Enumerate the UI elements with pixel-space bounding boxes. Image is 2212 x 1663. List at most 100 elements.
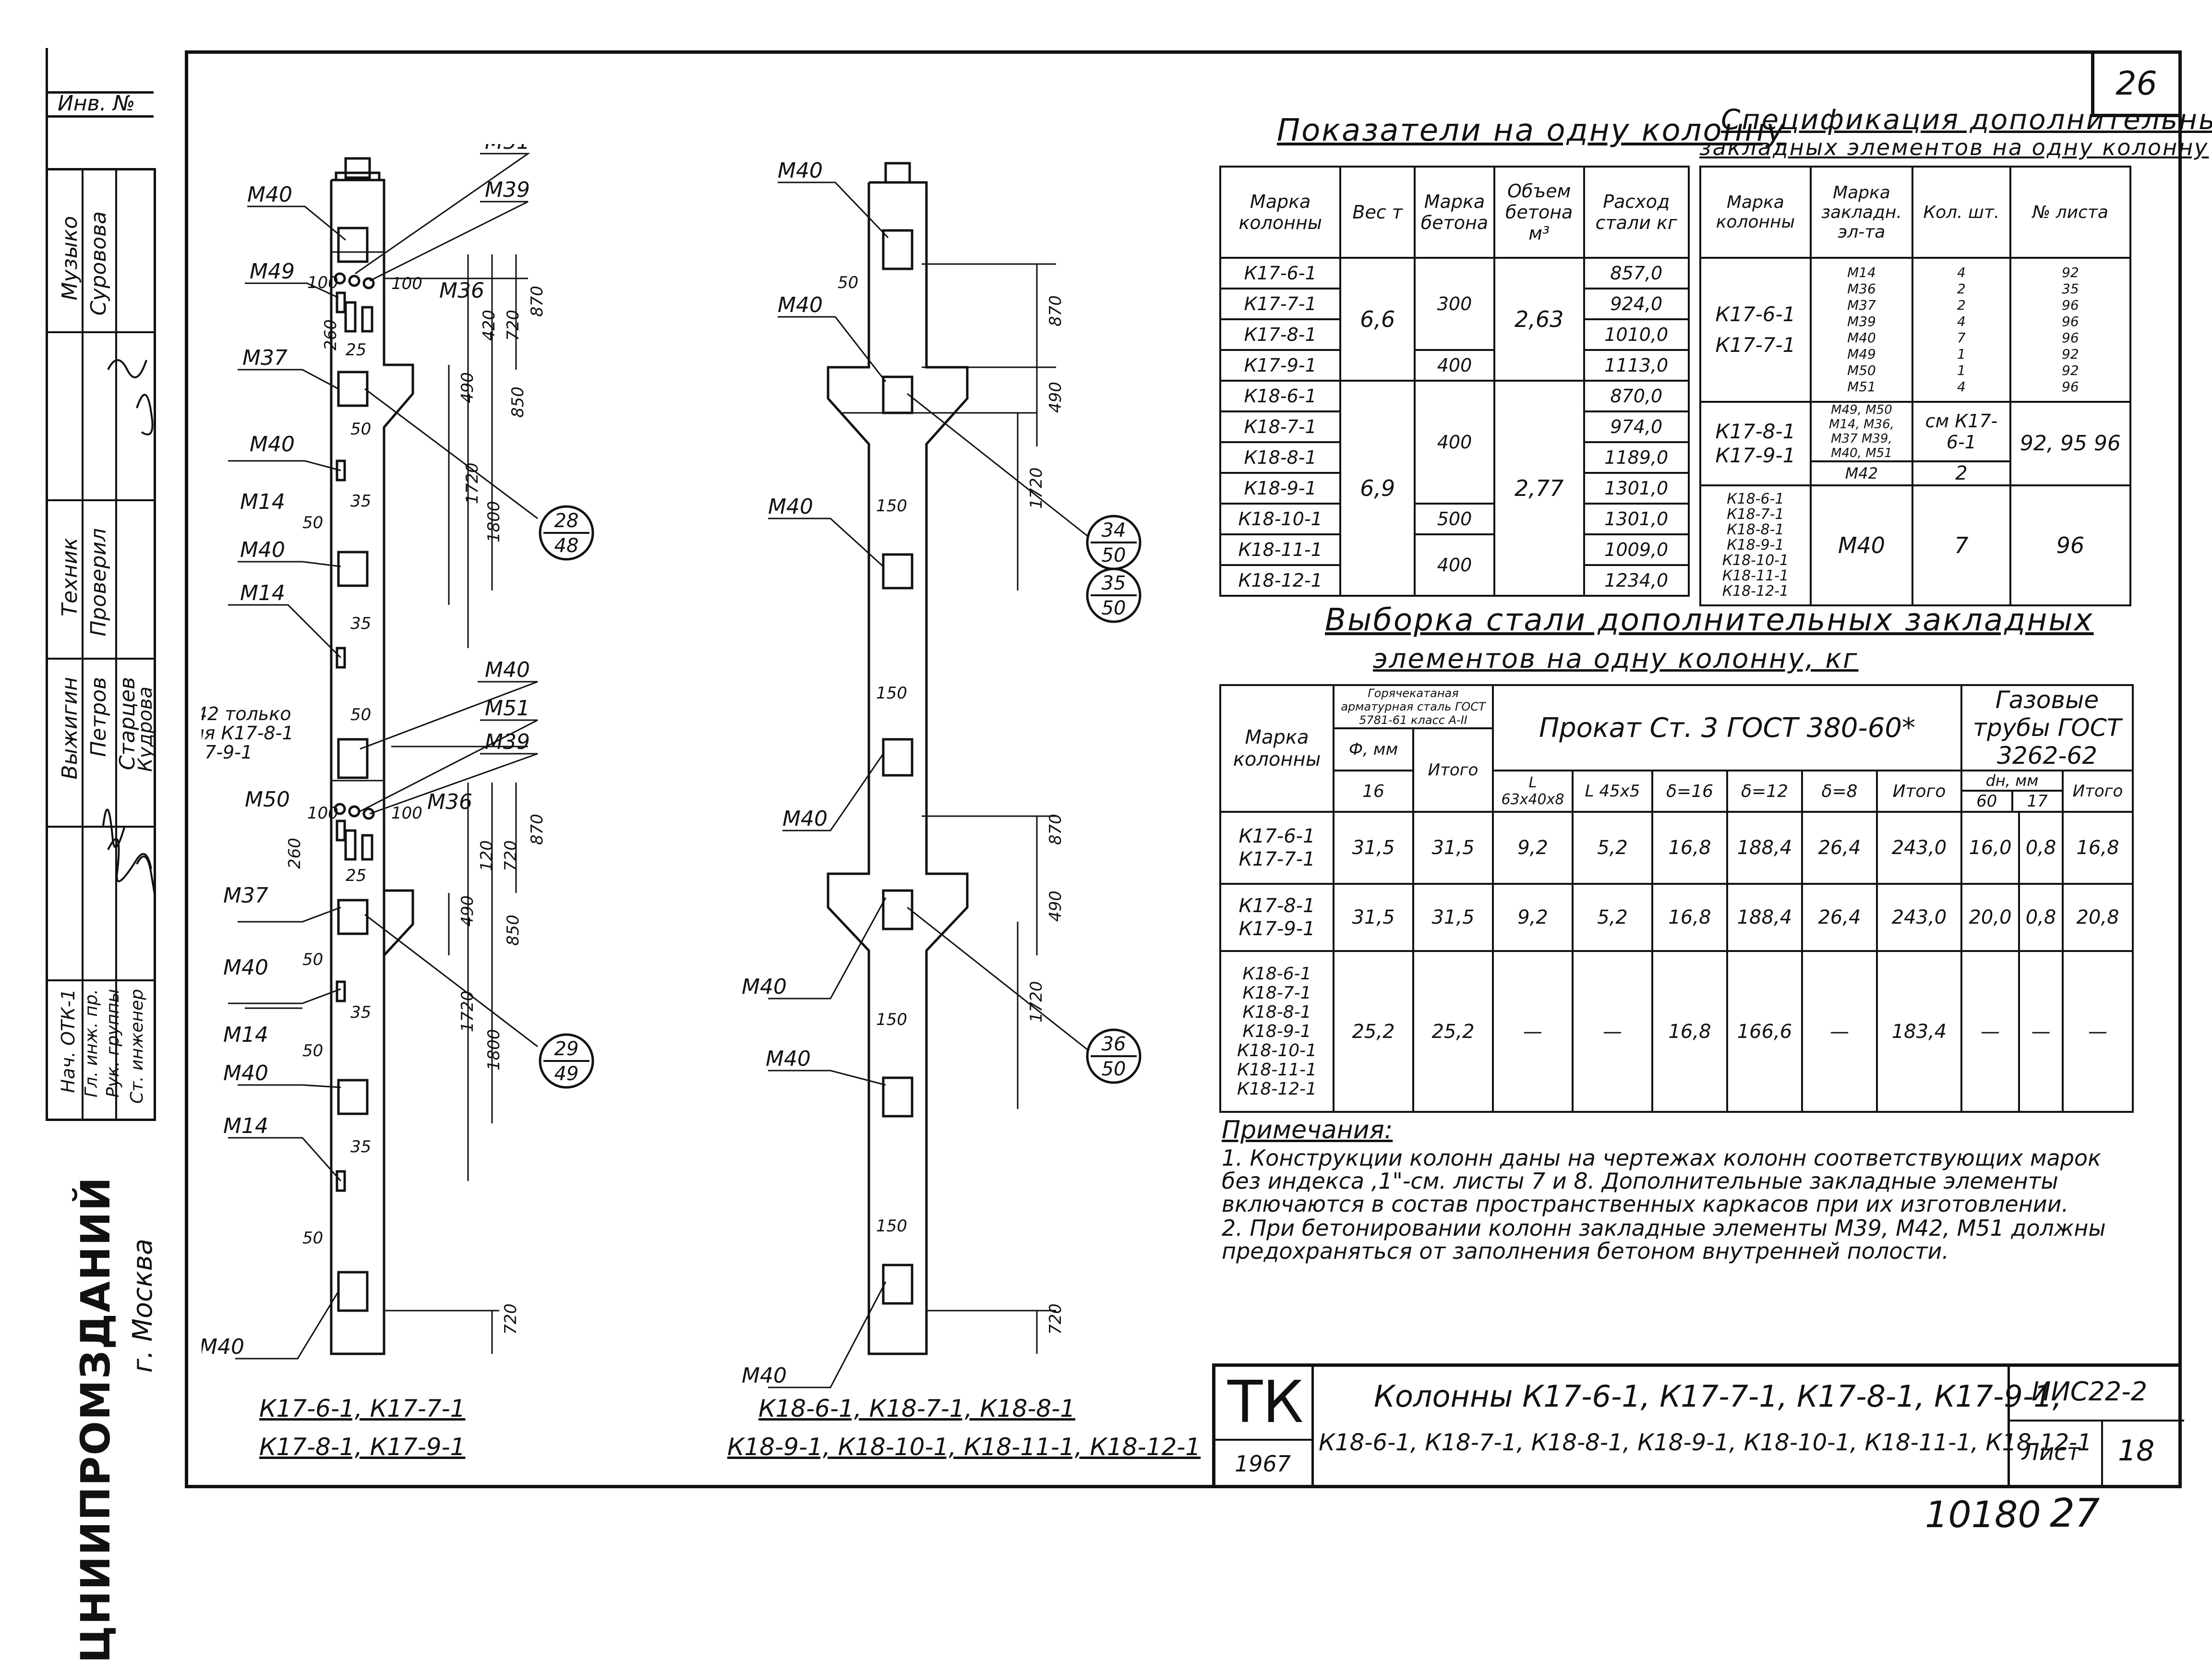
t2-g1-qty-v: 4 xyxy=(1957,379,1966,395)
t3-h-dn-values: 60 17 xyxy=(1962,792,2062,811)
t2-g1-item: М51 xyxy=(1847,379,1876,395)
t3-r1-c8: 20,0 xyxy=(1960,883,2020,952)
t3-h-mark: Марка колонны xyxy=(1219,684,1334,813)
k17-dim-35b: 35 xyxy=(350,614,371,633)
t3-h-d8: δ=8 xyxy=(1801,770,1878,813)
t2-g1-sheet-v: 35 xyxy=(2062,281,2079,297)
k17-dim-720a: 720 xyxy=(504,310,523,341)
org-city: г. Москва xyxy=(127,1239,158,1373)
t3-r1-c10: 20,8 xyxy=(2062,883,2134,952)
t3-r2-mark: К18-6-1 xyxy=(1242,964,1311,984)
t2-g1-qty-v: 1 xyxy=(1957,346,1966,362)
k17-label-m39-2: М39 xyxy=(485,730,530,754)
title-list-label: Лист xyxy=(2022,1439,2080,1466)
k18-dim-50: 50 xyxy=(838,273,858,292)
t2-g1-qty-v: 7 xyxy=(1957,330,1966,346)
k17-circle1-top: 28 xyxy=(554,510,579,532)
t2-h-mark: Марка колонны xyxy=(1699,166,1812,259)
k17-label-m40-1: М40 xyxy=(247,182,292,207)
t3-h-L2: L 45x5 xyxy=(1572,770,1653,813)
t2-g2-m42: М42 xyxy=(1809,460,1914,486)
k18-circle2-bottom: 50 xyxy=(1102,597,1126,619)
t2-g2-m42-qty: 2 xyxy=(1911,460,2011,486)
k17-dim-25b: 25 xyxy=(346,866,366,885)
t3-h-rebar-itogo: Итого xyxy=(1412,727,1494,813)
t2-g1-mark-0: К17-6-1 xyxy=(1715,302,1796,326)
k17-dim-850b: 850 xyxy=(504,915,523,946)
t1-volume-k17: 2,63 xyxy=(1493,257,1585,382)
t3-h-rebar-d: Ф, мм xyxy=(1333,727,1414,771)
t3-r2-mark: К18-11-1 xyxy=(1237,1060,1317,1080)
t3-r2-mark: К18-9-1 xyxy=(1242,1021,1311,1041)
k17-label-m51-1: М51 xyxy=(485,144,530,154)
k18-dim-150c: 150 xyxy=(876,1010,907,1029)
t1-r8-steel: 1301,0 xyxy=(1583,503,1690,535)
k17-label-m40-3: М40 xyxy=(240,538,285,562)
t3-h-rebar: Горячекатаная арматурная сталь ГОСТ 5781… xyxy=(1333,684,1494,729)
t3-r0-marks: К17-6-1 К17-7-1 xyxy=(1219,811,1334,885)
t2-g1-sheet-v: 92 xyxy=(2062,346,2079,362)
t3-r2-mark: К18-10-1 xyxy=(1237,1040,1317,1060)
t3-r0-c5: 188,4 xyxy=(1726,811,1803,885)
t3-r2-c6: — xyxy=(1801,950,1878,1113)
k17-label-k17-9: К17-9-1 xyxy=(202,742,252,763)
t1-r5-mark: К18-7-1 xyxy=(1219,410,1342,443)
t3-r1-c1: 31,5 xyxy=(1412,883,1494,952)
t1-r0-steel: 857,0 xyxy=(1583,257,1690,289)
t2-g1-sheet-v: 96 xyxy=(2062,379,2079,395)
k17-dim-100d: 100 xyxy=(391,804,422,823)
t1-r1-steel: 924,0 xyxy=(1583,288,1690,320)
embed-m40-a xyxy=(337,227,369,263)
note-2: 2. При бетонировании колонн закладные эл… xyxy=(1222,1215,2106,1264)
t2-g3-mark: К18-12-1 xyxy=(1722,583,1789,600)
t2-g2-qty: см К17-6-1 xyxy=(1911,401,2011,462)
t2-g3-sheet: 96 xyxy=(2009,484,2132,606)
table2-title-1: Спецификация дополнительных xyxy=(1721,103,2212,136)
t1-r8-mark: К18-10-1 xyxy=(1219,503,1342,535)
t2-g1-qty-v: 4 xyxy=(1957,313,1966,329)
k17-label-m49: М49 xyxy=(250,259,295,284)
t2-g1-qty-v: 2 xyxy=(1957,281,1966,297)
k17-caption-top: К17-6-1, К17-7-1 xyxy=(259,1395,466,1422)
steel-sampling-table: Марка колонны Горячекатаная арматурная с… xyxy=(1219,684,2134,1113)
t1-r5-steel: 974,0 xyxy=(1583,410,1690,443)
org-name: ЦНИИПРОМЗДАНИЙ xyxy=(72,1176,119,1663)
t2-g1-qty: 4 2 2 4 7 1 1 4 xyxy=(1911,257,2011,403)
inv-label: Инв. № xyxy=(58,91,135,116)
k18-caption-bottom: К18-9-1, К18-10-1, К18-11-1, К18-12-1 xyxy=(727,1433,1201,1461)
t3-h-dn: dн, мм 60 17 xyxy=(1960,770,2064,813)
t3-r1-c7: 243,0 xyxy=(1876,883,1962,952)
k17-dim-100b: 100 xyxy=(391,274,422,293)
t3-h-d12: δ=12 xyxy=(1726,770,1803,813)
k17-dim-490b: 490 xyxy=(458,895,477,927)
k17-label-m14-2: М14 xyxy=(240,581,285,605)
t2-g1-item: М40 xyxy=(1847,330,1876,346)
k17-circle2-bottom: 49 xyxy=(554,1063,579,1085)
signatures-image xyxy=(102,359,156,903)
k18-label-m40-3: М40 xyxy=(768,494,813,519)
k17-dim-25a: 25 xyxy=(346,340,366,360)
t3-h-gas: Газовые трубы ГОСТ 3262-62 xyxy=(1960,684,2134,771)
t2-g1-items: М14 М36 М37 М39 М40 М49 М50 М51 xyxy=(1809,257,1914,403)
t2-g3-marks: К18-6-1 К18-7-1 К18-8-1 К18-9-1 К18-10-1… xyxy=(1699,484,1812,606)
bottom-archive-number: 10180 xyxy=(1925,1493,2041,1536)
t1-concrete-500: 500 xyxy=(1414,503,1495,535)
k17-dim-120: 120 xyxy=(477,840,496,871)
t3-r1-mark: К17-8-1 xyxy=(1238,895,1315,917)
t2-g1-sheet-v: 96 xyxy=(2062,297,2079,313)
t2-g3-mark: К18-11-1 xyxy=(1722,567,1789,584)
k18-dim-1720b: 1720 xyxy=(1027,981,1046,1023)
table1-title: Показатели на одну колонну xyxy=(1277,113,1786,148)
t2-g1-item: М37 xyxy=(1847,297,1876,313)
k18-dim-150b: 150 xyxy=(876,684,907,703)
t2-g1-sheet: 92 35 96 96 96 92 92 96 xyxy=(2009,257,2132,403)
t3-h-prokat: Прокат Ст. 3 ГОСТ 380-60* xyxy=(1492,684,1962,771)
k17-label-m42-only: М42 только xyxy=(202,703,291,724)
k17-dim-100c: 100 xyxy=(307,804,338,823)
t1-h-mark: Марка колонны xyxy=(1219,166,1342,259)
k17-dim-35d: 35 xyxy=(350,1137,371,1157)
k18-dim-870a: 870 xyxy=(1046,295,1065,326)
t2-g1-qty-v: 2 xyxy=(1957,297,1966,313)
t1-h-concrete: Марка бетона xyxy=(1414,166,1495,259)
t3-r2-marks: К18-6-1 К18-7-1 К18-8-1 К18-9-1 К18-10-1… xyxy=(1219,950,1334,1113)
